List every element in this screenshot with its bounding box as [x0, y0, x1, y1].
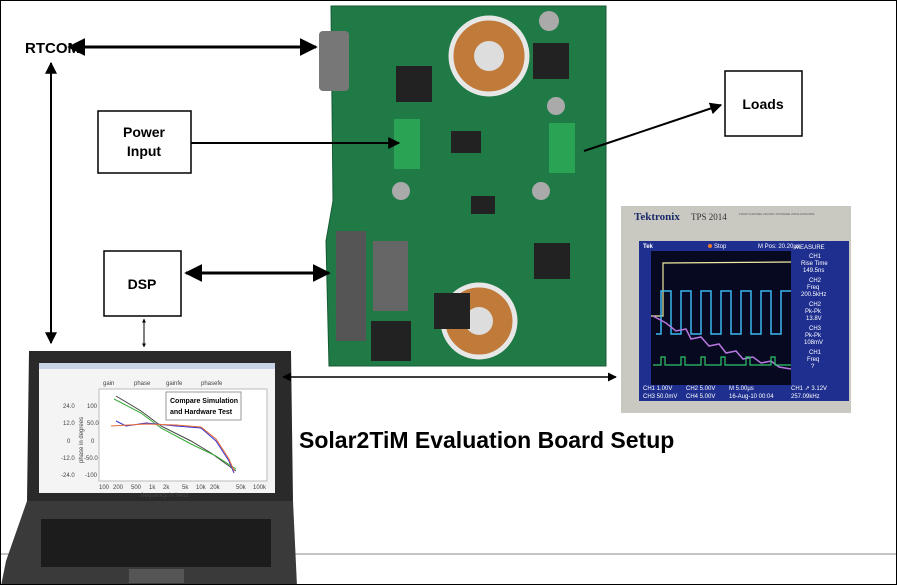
laptop-x-ticks: 100 200 500 1k 2k 5k 10k 20k 50k 100k — [99, 485, 267, 491]
scope-model: TPS 2014 — [691, 212, 727, 222]
svg-text:gainfe: gainfe — [166, 381, 183, 387]
ch1-trace — [651, 261, 792, 317]
laptop-touchpad — [129, 569, 184, 583]
ch4-trace — [653, 356, 791, 366]
dsp-label: DSP — [128, 276, 157, 292]
oscilloscope-photo: Tektronix TPS 2014 FOUR CHANNEL DIGITAL … — [621, 206, 851, 413]
serial-port-connector — [319, 31, 349, 91]
svg-text:Pk-Pk: Pk-Pk — [805, 309, 822, 315]
svg-text:CH2 5.00V: CH2 5.00V — [686, 386, 715, 392]
svg-text:10k: 10k — [196, 485, 207, 491]
rtcom-label: RTCOM — [25, 40, 80, 57]
svg-text:-24.0: -24.0 — [61, 473, 75, 479]
svg-text:0: 0 — [91, 439, 95, 445]
load-terminal-block — [549, 123, 575, 173]
svg-text:100k: 100k — [253, 485, 267, 491]
svg-text:CH4 5.00V: CH4 5.00V — [686, 394, 715, 400]
svg-text:-12.0: -12.0 — [61, 456, 75, 462]
scope-bottom-readout: CH1 1.00V CH2 5.00V M 5.00µs CH1 ↗ 3.12V… — [643, 386, 827, 400]
svg-text:16-Aug-10 00:04: 16-Aug-10 00:04 — [729, 394, 774, 400]
svg-text:200: 200 — [113, 485, 124, 491]
power-input-label-2: Input — [127, 143, 162, 159]
svg-text:149.5ns: 149.5ns — [803, 268, 824, 274]
svg-text:2k: 2k — [163, 485, 170, 491]
annotation-line-1: Compare Simulation — [170, 398, 238, 405]
svg-text:-50.0: -50.0 — [84, 456, 98, 462]
loads-label: Loads — [742, 96, 783, 112]
annotation-line-2: and Hardware Test — [170, 409, 233, 416]
svg-text:CH2: CH2 — [809, 278, 822, 284]
annotation-box — [165, 391, 242, 421]
ch3-trace — [652, 315, 792, 370]
svg-text:CH1 ↗ 3.12V: CH1 ↗ 3.12V — [791, 386, 827, 392]
diagram-title: Solar2TiM Evaluation Board Setup — [299, 427, 674, 453]
svg-text:phase: phase — [134, 381, 151, 387]
phase-curve — [115, 420, 235, 474]
svg-text:CH1: CH1 — [809, 254, 822, 260]
svg-text:50k: 50k — [236, 485, 247, 491]
dsp-header-left — [336, 231, 366, 341]
svg-text:24.0: 24.0 — [63, 404, 75, 410]
gain-curve — [115, 395, 237, 472]
scope-model-sub: FOUR CHANNEL DIGITAL STORAGE OSCILLOSCOP… — [739, 212, 815, 216]
svg-text:Freq: Freq — [807, 357, 819, 363]
svg-text:50.0: 50.0 — [87, 421, 99, 427]
scope-measure-panel: MEASURE CH1 Rise Time 149.5ns CH2 Freq 2… — [795, 245, 828, 370]
gainfe-curve — [113, 398, 237, 470]
power-input-label-1: Power — [123, 124, 166, 140]
dsp-header-right — [373, 241, 408, 311]
svg-text:CH3: CH3 — [809, 326, 822, 332]
svg-text:500: 500 — [131, 485, 142, 491]
dsp-box — [103, 250, 182, 317]
svg-text:phasefe: phasefe — [201, 381, 223, 387]
laptop-legend: gain phase gainfe phasefe — [103, 381, 223, 387]
power-input-box — [97, 110, 192, 174]
scope-status: Stop — [714, 244, 727, 250]
svg-text:100: 100 — [87, 404, 98, 410]
svg-text:200.5kHz: 200.5kHz — [801, 292, 826, 298]
laptop-ylabel: phase in degrees — [79, 417, 85, 463]
loads-arrow — [583, 102, 723, 152]
svg-text:5k: 5k — [182, 485, 189, 491]
svg-text:M 5.00µs: M 5.00µs — [729, 386, 754, 392]
laptop-xlabel: frequency in hertz — [141, 493, 189, 499]
svg-text:Tek: Tek — [643, 244, 654, 250]
svg-text:108mV: 108mV — [804, 340, 823, 346]
svg-text:CH1 1.00V: CH1 1.00V — [643, 386, 672, 392]
svg-text:0: 0 — [67, 439, 71, 445]
svg-text:1k: 1k — [149, 485, 156, 491]
svg-text:-100: -100 — [85, 473, 98, 479]
laptop-keyboard — [41, 519, 271, 567]
svg-text:100: 100 — [99, 485, 110, 491]
svg-text:CH3 50.0mV: CH3 50.0mV — [643, 394, 677, 400]
svg-text:13.8V: 13.8V — [806, 316, 822, 322]
evaluation-board-photo — [319, 5, 607, 367]
svg-text:CH2: CH2 — [809, 302, 822, 308]
svg-text:20k: 20k — [210, 485, 221, 491]
svg-text:MEASURE: MEASURE — [795, 245, 825, 251]
laptop-photo: gain phase gainfe phasefe Compare Simula… — [1, 351, 297, 584]
svg-text:Rise Time: Rise Time — [801, 261, 828, 267]
svg-text:257.09kHz: 257.09kHz — [791, 394, 820, 400]
scope-brand: Tektronix — [634, 211, 680, 223]
svg-text:gain: gain — [103, 381, 114, 387]
svg-text:?: ? — [811, 364, 815, 370]
loads-box — [724, 70, 803, 137]
svg-text:Pk-Pk: Pk-Pk — [805, 333, 822, 339]
svg-text:CH1: CH1 — [809, 350, 822, 356]
svg-text:Freq: Freq — [807, 285, 819, 291]
ch2-trace — [656, 290, 791, 335]
svg-text:12.0: 12.0 — [63, 421, 75, 427]
laptop-y-ticks: 24.0 12.0 0 -12.0 -24.0 100 50.0 0 -50.0… — [61, 404, 99, 479]
phasefe-curve — [110, 423, 235, 472]
scope-mpos: M Pos: 20.20µs — [758, 244, 800, 250]
